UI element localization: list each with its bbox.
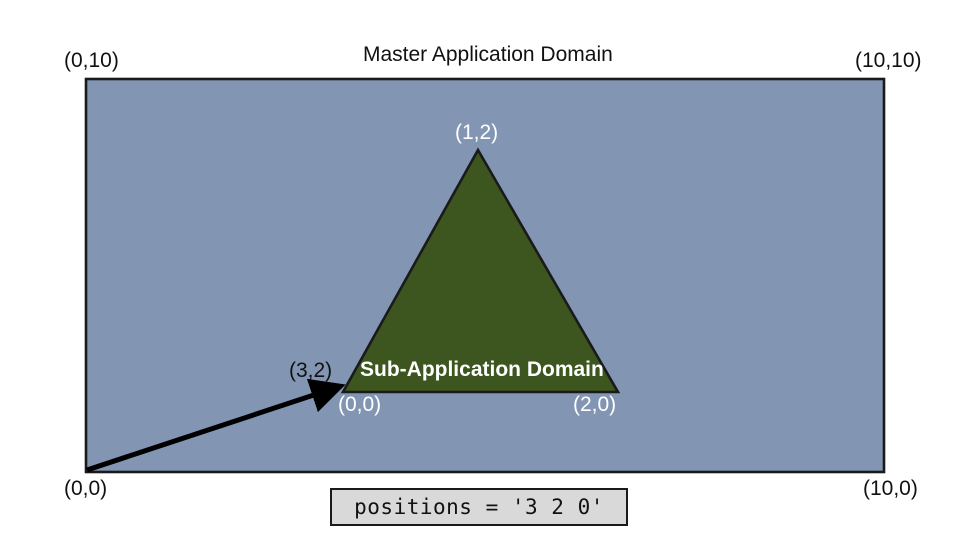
- sub-domain-title: Sub-Application Domain: [360, 358, 604, 381]
- sub-domain-bottom-right-label: (2,0): [573, 393, 617, 416]
- sub-domain-triangle: [340, 147, 621, 394]
- sub-domain-apex-label: (1,2): [455, 121, 499, 144]
- positions-code-box: positions = '3 2 0': [330, 488, 628, 526]
- master-corner-bottom-right-label: (10,0): [863, 477, 918, 500]
- offset-arrow-label: (3,2): [289, 359, 333, 382]
- master-corner-top-right-label: (10,10): [855, 49, 922, 72]
- master-corner-top-left-label: (0,10): [64, 49, 119, 72]
- offset-arrow-line: [86, 378, 346, 473]
- positions-code-text: positions = '3 2 0': [354, 495, 604, 519]
- page-title: Master Application Domain: [363, 43, 613, 66]
- master-corner-bottom-left-label: (0,0): [64, 477, 108, 500]
- sub-domain-origin-label: (0,0): [338, 393, 382, 416]
